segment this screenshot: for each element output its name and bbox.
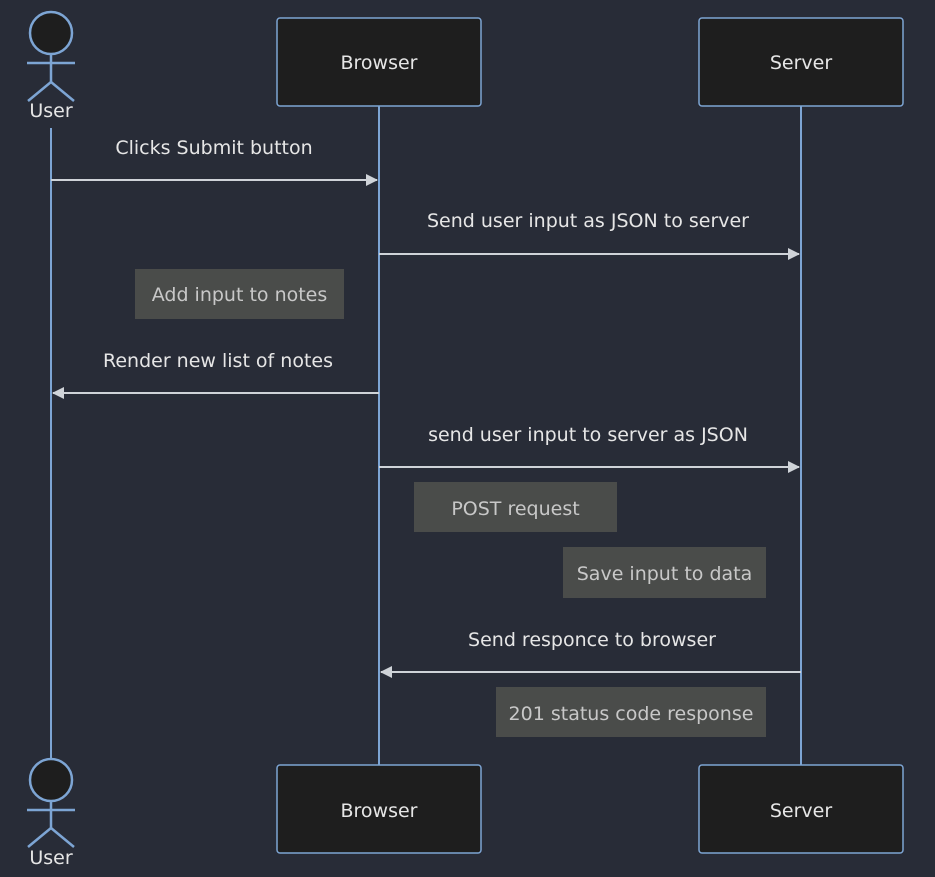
- server-participant-bottom: Server: [698, 764, 904, 854]
- note-text: Add input to notes: [152, 284, 328, 306]
- user-actor-label: User: [29, 847, 72, 869]
- note-text: 201 status code response: [509, 703, 754, 725]
- message-label: Clicks Submit button: [115, 137, 312, 159]
- message-clicks-submit: Clicks Submit button: [51, 137, 378, 186]
- message-label: Send responce to browser: [468, 629, 716, 651]
- actor-stick-figure-icon: [27, 10, 75, 102]
- server-participant-label: Server: [770, 52, 832, 74]
- browser-participant-top: Browser: [276, 17, 482, 107]
- note-text: POST request: [451, 498, 579, 520]
- user-actor-label: User: [29, 100, 72, 122]
- note-text: Save input to data: [577, 563, 753, 585]
- browser-participant-bottom: Browser: [276, 764, 482, 854]
- note-save-input: Save input to data: [563, 547, 766, 598]
- message-label: send user input to server as JSON: [428, 424, 748, 446]
- message-render-notes: Render new list of notes: [52, 350, 379, 399]
- user-actor-bottom: User: [27, 757, 75, 869]
- message-send-response: Send responce to browser: [380, 629, 801, 678]
- message-send-json-to-server: Send user input as JSON to server: [379, 210, 800, 260]
- server-participant-top: Server: [698, 17, 904, 107]
- message-label: Render new list of notes: [103, 350, 333, 372]
- note-status-201: 201 status code response: [496, 687, 766, 737]
- note-add-input: Add input to notes: [135, 269, 344, 319]
- browser-participant-label: Browser: [341, 52, 418, 74]
- user-actor-top: User: [27, 10, 75, 122]
- actor-stick-figure-icon: [27, 757, 75, 848]
- browser-participant-label: Browser: [341, 800, 418, 822]
- server-participant-label: Server: [770, 800, 832, 822]
- message-send-input-to-server: send user input to server as JSON: [379, 424, 800, 473]
- message-label: Send user input as JSON to server: [427, 210, 749, 232]
- note-post-request: POST request: [414, 482, 617, 532]
